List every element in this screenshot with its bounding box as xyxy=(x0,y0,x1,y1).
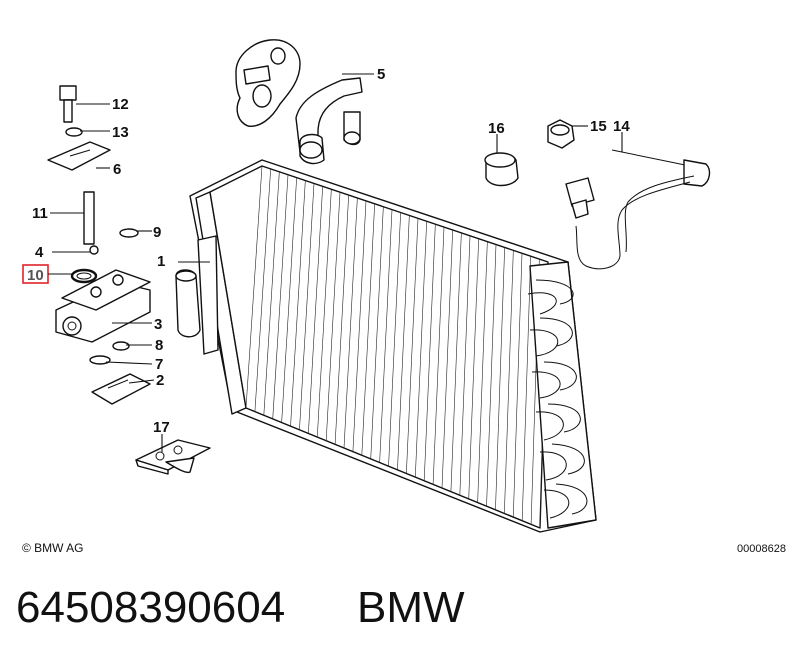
condenser-fin-line xyxy=(441,229,453,489)
callout-8: 8 xyxy=(155,337,163,354)
condenser-fin-line xyxy=(477,241,488,503)
cap-part-15 xyxy=(547,119,575,149)
condenser-fin-line xyxy=(290,180,306,427)
callout-2: 2 xyxy=(156,372,164,389)
callout-11: 11 xyxy=(32,205,48,222)
condenser-part-1 xyxy=(175,159,597,533)
condenser-fin-line xyxy=(343,197,358,449)
callout-4: 4 xyxy=(35,244,44,261)
condenser-fin-line xyxy=(495,247,505,510)
condenser-fin-line xyxy=(423,224,436,481)
callout-3: 3 xyxy=(154,316,162,333)
condenser-fin-line xyxy=(397,215,410,470)
callout-9: 9 xyxy=(153,224,161,241)
callout-5: 5 xyxy=(377,66,385,83)
condenser-fin-line xyxy=(299,183,315,430)
condenser-fin-line xyxy=(370,206,384,459)
callout-1: 1 xyxy=(157,253,165,270)
grommet-part-16 xyxy=(484,152,519,187)
condenser-fin-line xyxy=(263,171,280,416)
condenser-fin-line xyxy=(272,174,289,419)
leader-lines xyxy=(50,73,623,452)
callout-7: 7 xyxy=(155,356,163,373)
callout-15: 15 xyxy=(590,118,607,135)
condenser-fin-line xyxy=(352,200,367,452)
condenser-fin-line xyxy=(450,232,462,492)
sensor-cable-part-14 xyxy=(565,149,711,270)
callout-6: 6 xyxy=(113,161,121,178)
expansion-valve-assembly xyxy=(47,85,151,405)
callout-13: 13 xyxy=(112,124,129,141)
condenser-fin-line xyxy=(521,256,531,521)
pipe-flange-part-5 xyxy=(235,39,363,165)
condenser-fin-line xyxy=(388,212,401,467)
condenser-fin-line xyxy=(504,250,514,514)
part-number: 64508390604 xyxy=(16,583,286,632)
callout-14: 14 xyxy=(613,118,630,135)
callout-labels: 1 2 3 4 5 6 7 8 9 10 11 12 13 14 15 16 1… xyxy=(22,66,630,436)
condenser-fin-line xyxy=(334,195,349,445)
condenser-fin-line xyxy=(361,203,375,456)
condenser-fin-line xyxy=(512,253,523,518)
brand-name: BMW xyxy=(357,583,465,632)
condenser-fin-line xyxy=(254,168,271,412)
condenser-fin-line xyxy=(379,209,393,463)
condenser-fin-line xyxy=(406,218,419,474)
condenser-fin-line xyxy=(316,189,332,438)
condenser-fin-line xyxy=(245,165,263,409)
bracket-part-17 xyxy=(135,439,211,475)
condenser-fin-line xyxy=(325,192,341,441)
callout-17: 17 xyxy=(153,419,170,436)
condenser-fin-line xyxy=(432,227,445,485)
condenser-fin-line xyxy=(308,186,323,434)
callout-12: 12 xyxy=(112,96,129,113)
condenser-fin-line xyxy=(486,244,497,507)
callout-16: 16 xyxy=(488,120,505,137)
condenser-fin-line xyxy=(414,221,427,478)
copyright-notice: © BMW AG xyxy=(22,541,84,555)
callout-10: 10 xyxy=(27,267,44,284)
condenser-fin-line xyxy=(459,235,471,496)
parts-diagram: 1 2 3 4 5 6 7 8 9 10 11 12 13 14 15 16 1… xyxy=(22,39,711,533)
drawing-number: 00008628 xyxy=(737,543,786,555)
condenser-fin-line xyxy=(281,177,297,423)
condenser-fin-line xyxy=(468,238,479,499)
